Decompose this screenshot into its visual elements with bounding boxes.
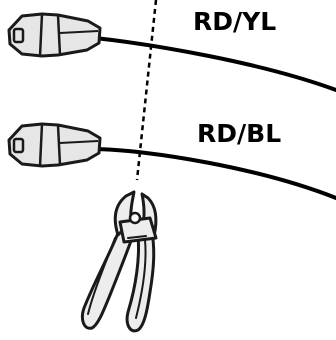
cut-line: [135, 0, 158, 181]
wire-1: RD/YL: [7, 7, 336, 92]
wire-1-label: RD/YL: [193, 7, 276, 36]
wire-2: RD/BL: [7, 119, 336, 200]
wire-cutter-pliers-icon: [80, 190, 158, 333]
wire-1-cable: [93, 36, 336, 92]
wire-2-label: RD/BL: [197, 119, 281, 148]
bullet-connector-icon: [7, 12, 102, 58]
bullet-connector-icon: [7, 122, 102, 168]
wire-2-cable: [93, 147, 336, 200]
